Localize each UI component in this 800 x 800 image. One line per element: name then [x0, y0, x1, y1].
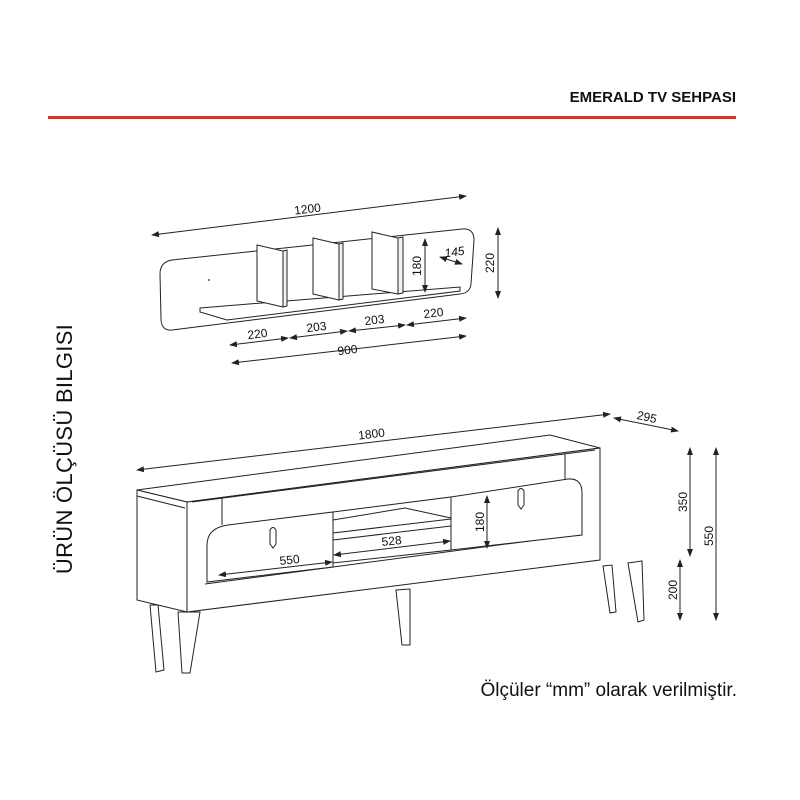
units-note: Ölçüler “mm” olarak verilmiştir.	[480, 680, 737, 701]
dim-line-900	[231, 333, 467, 366]
leg-right-front	[627, 560, 645, 623]
title-divider	[48, 116, 736, 119]
dim-body-height: 350	[676, 492, 690, 512]
dim-open-width: 528	[381, 533, 403, 549]
dim-line-145	[439, 256, 463, 265]
leg-left-front	[177, 611, 201, 674]
dim-shelf-inner-height: 180	[410, 256, 424, 276]
shelf-divider-2	[312, 237, 340, 301]
dim-tv-width: 1800	[357, 425, 386, 442]
tv-left-side	[136, 489, 188, 613]
shelf-plank	[199, 286, 461, 321]
shelf-divider-3	[371, 231, 399, 295]
drawer-right-handle	[517, 488, 525, 510]
drawer-right	[450, 478, 583, 551]
leg-left-back	[149, 604, 165, 673]
product-title: EMERALD TV SEHPASI	[569, 89, 736, 106]
dim-line-550w	[218, 559, 333, 578]
mount-hole	[208, 279, 210, 281]
dim-shelf-length: 900	[337, 342, 359, 358]
compartment-shelf	[332, 525, 452, 541]
dim-segment-1: 220	[247, 326, 269, 342]
leg-right-back	[602, 564, 617, 614]
dim-segment-4: 220	[423, 305, 445, 321]
edge-line	[136, 495, 186, 509]
leg-center	[395, 588, 411, 646]
dim-line-1800	[136, 411, 611, 473]
dim-line-1200	[151, 193, 467, 238]
dim-drawer-width: 550	[279, 552, 301, 568]
dim-leg-height: 200	[666, 580, 680, 600]
dim-segment-2: 203	[306, 319, 328, 335]
dim-shelf-height: 220	[483, 253, 497, 273]
shelf-divider-1-side	[282, 249, 288, 308]
shelf-divider-2-side	[338, 242, 344, 301]
dim-shelf-width: 1200	[293, 200, 322, 217]
dim-line-528	[333, 538, 451, 558]
dim-total-height: 550	[702, 526, 716, 546]
dim-shelf-depth: 145	[444, 244, 466, 261]
shelf-divider-1	[256, 244, 284, 308]
dim-tv-depth: 295	[636, 408, 659, 426]
dim-line-seg3	[348, 322, 406, 334]
dim-line-seg4	[406, 315, 467, 328]
drawer-left-handle	[269, 527, 277, 549]
compartment-edge	[332, 507, 406, 521]
wall-shelf-drawing: 1200 220 180 145 220 203 203 220 900	[151, 193, 501, 366]
dim-segment-3: 203	[364, 312, 386, 328]
compartment-shelf	[332, 518, 452, 534]
dim-line-295	[613, 416, 679, 433]
tv-unit-drawing: 1800 295 350 550 200 180 550 528	[136, 408, 719, 674]
dim-drawer-height: 180	[473, 512, 487, 532]
shelf-divider-3-side	[397, 236, 404, 295]
compartment-edge	[404, 507, 452, 519]
